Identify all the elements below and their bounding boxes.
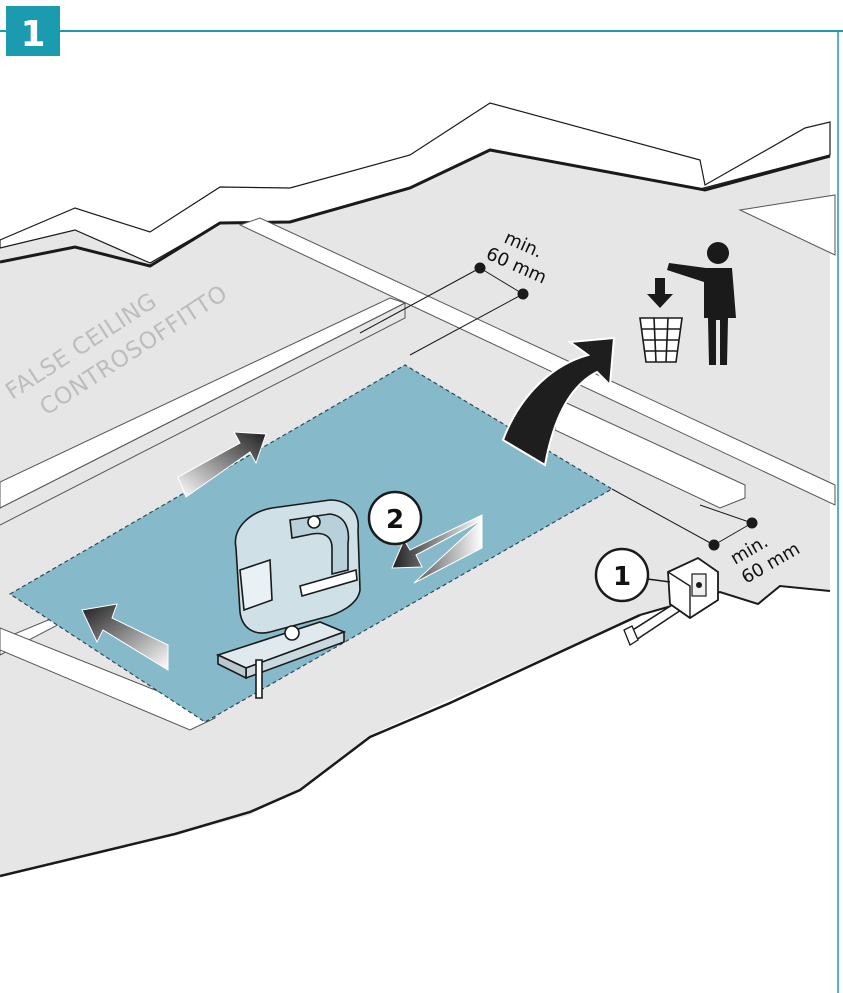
jigsaw-blade: [256, 660, 262, 698]
jigsaw-knob: [285, 626, 299, 640]
callout-cut: 2: [369, 492, 421, 544]
jigsaw-trigger: [308, 516, 320, 528]
dim-top-dot-b: [518, 289, 528, 299]
tape-button: [696, 582, 702, 588]
dim-right-dot-a: [709, 540, 719, 550]
callout-measure-number: 1: [613, 562, 631, 592]
dim-right-dot-b: [747, 518, 757, 528]
callout-cut-number: 2: [386, 505, 404, 535]
dim-top-dot-a: [475, 263, 485, 273]
step-number: 1: [20, 14, 45, 55]
trash-bin-icon: [640, 318, 682, 362]
